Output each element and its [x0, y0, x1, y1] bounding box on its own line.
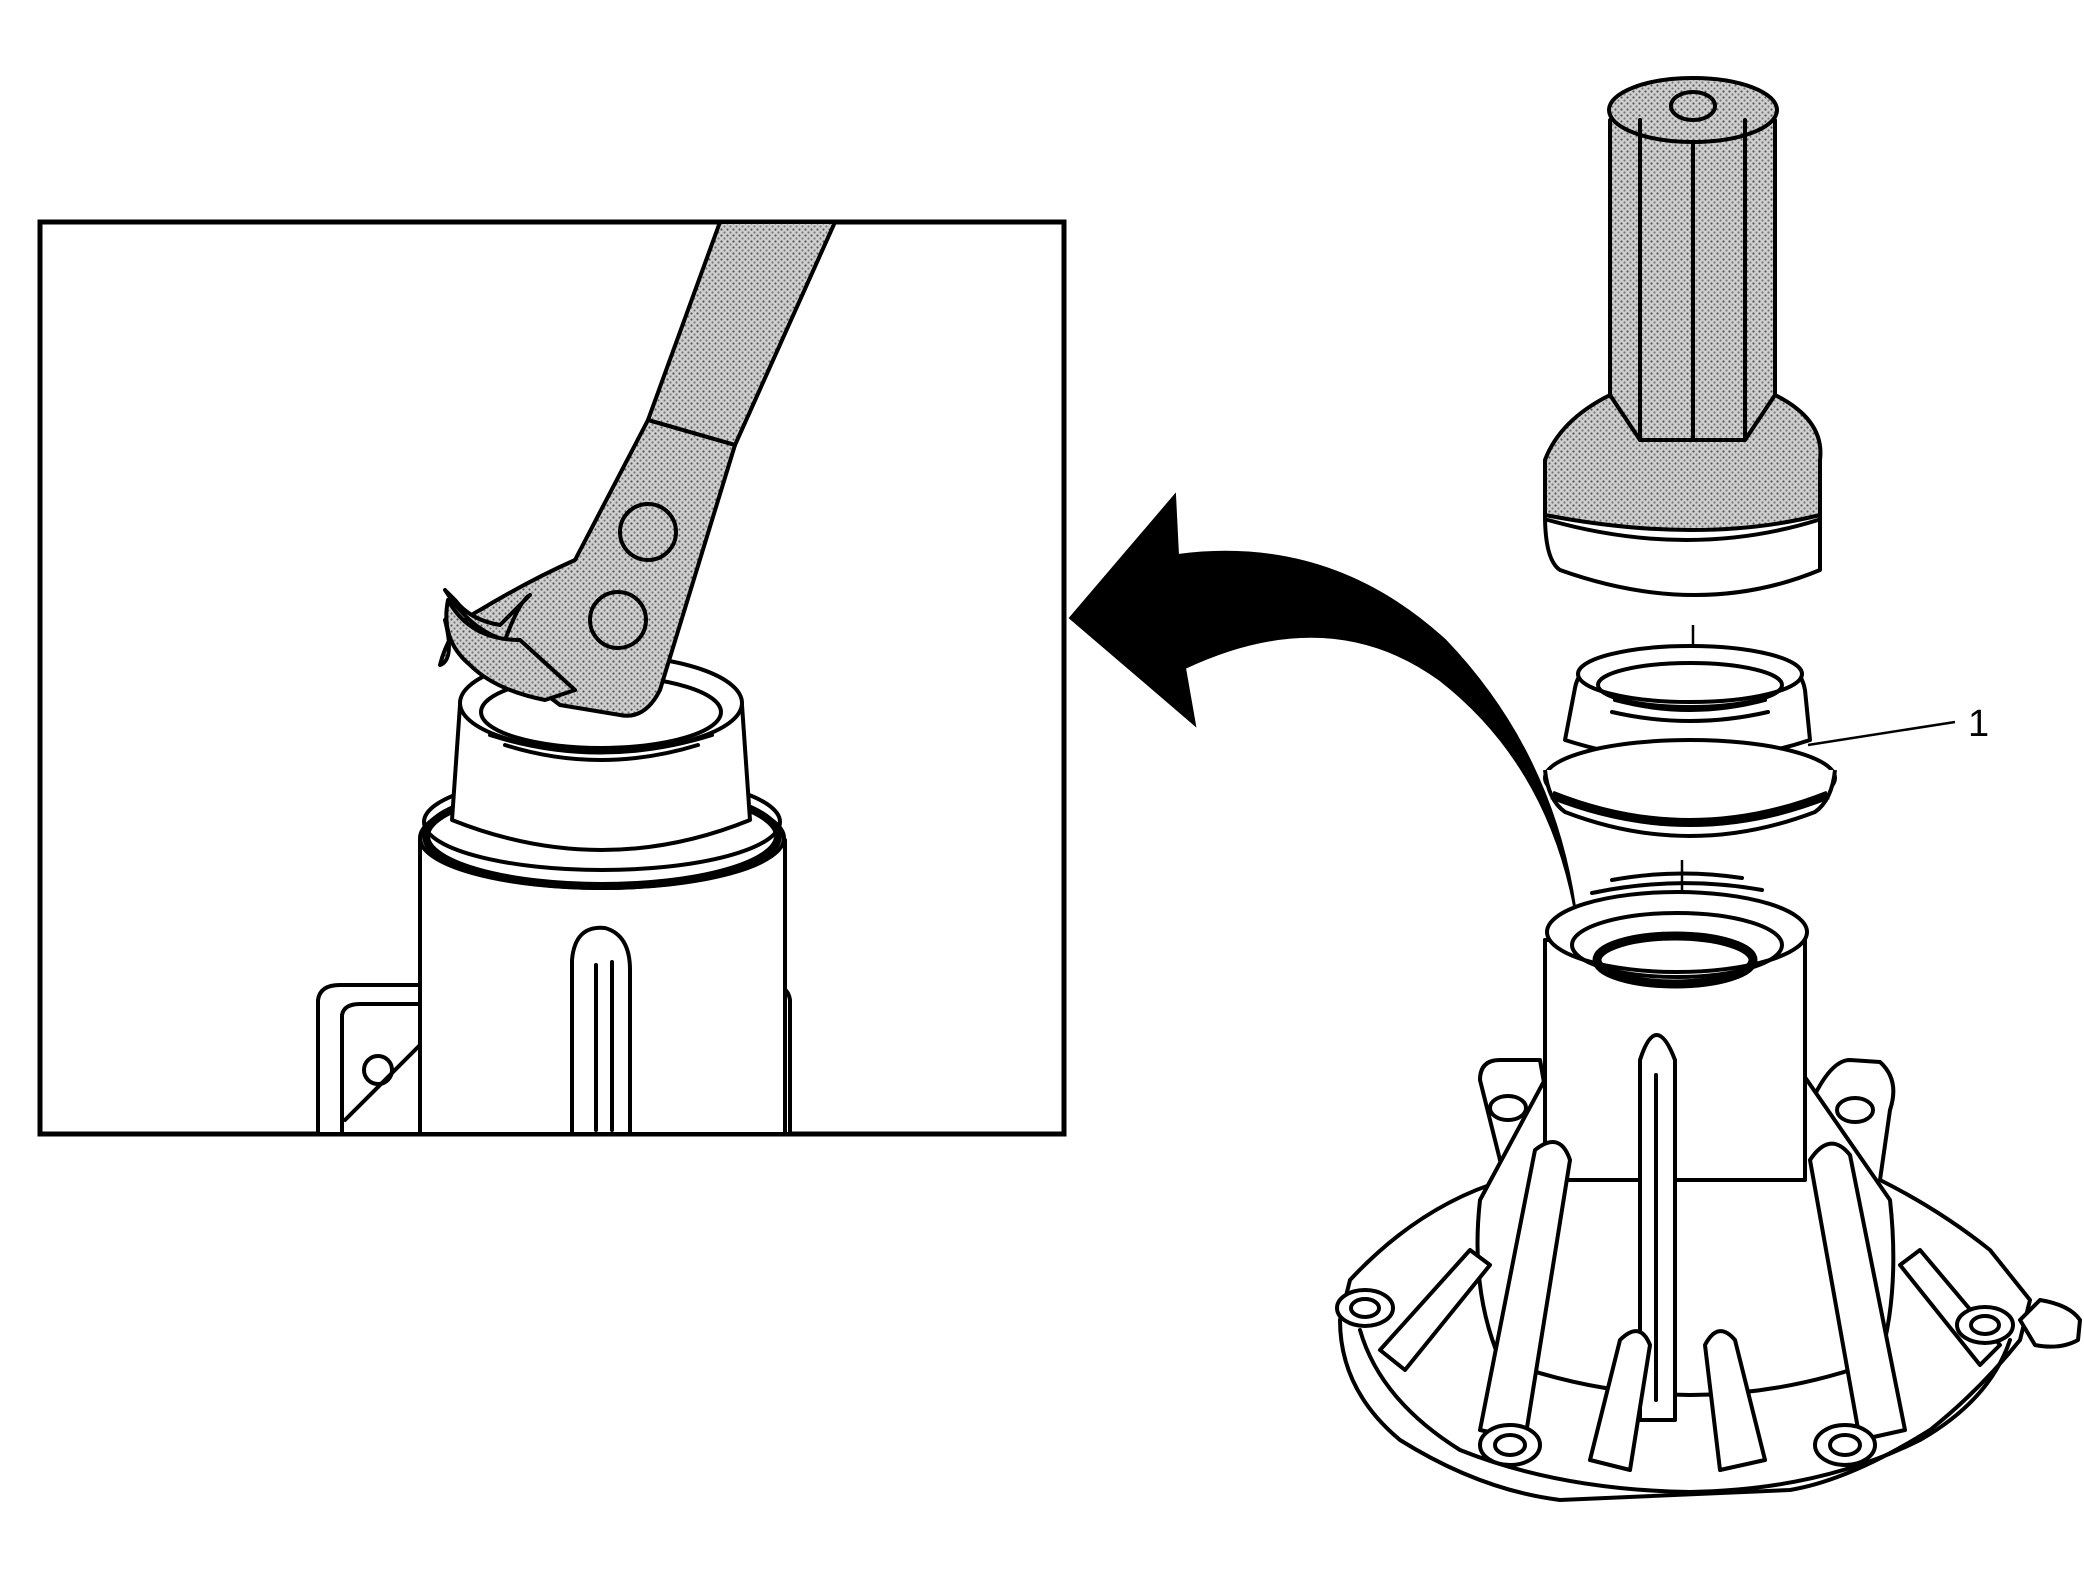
seal-installer-tool — [1543, 76, 1823, 597]
transfer-case-housing — [1335, 871, 2082, 1502]
detail-inset — [37, 219, 1067, 1137]
callout-label-1: 1 — [1968, 703, 1989, 745]
curved-arrow-icon — [1068, 492, 1579, 931]
callout-leader — [1807, 720, 1956, 747]
seal-component — [1543, 644, 1837, 838]
exploded-view: 1 — [1335, 76, 2082, 1502]
inset-removal-tool — [438, 222, 837, 718]
